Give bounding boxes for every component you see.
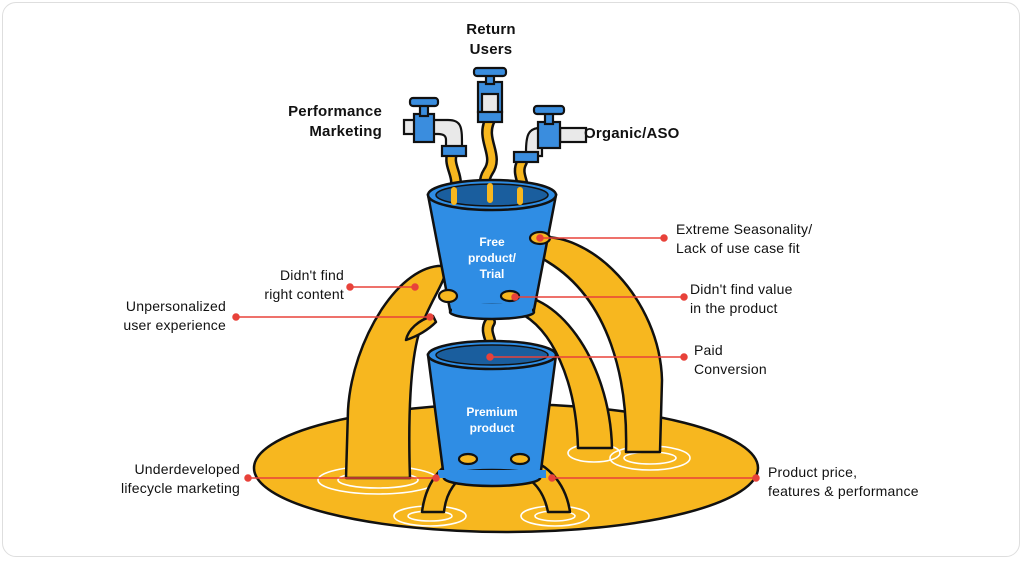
premium-cup (426, 339, 558, 488)
label-organic-aso: Organic/ASO (584, 125, 680, 142)
callout-didnt-find-value: Didn't find value in the product (690, 281, 793, 316)
callout-lifecycle-marketing: Underdeveloped lifecycle marketing (121, 461, 240, 496)
faucet-performance-marketing (402, 96, 468, 158)
free-trial-cup (426, 178, 558, 321)
callout-didnt-find-content: Didn't find right content (264, 267, 344, 302)
label-premium-product: Premium product (466, 405, 518, 435)
callout-paid-conversion: Paid Conversion (694, 342, 767, 377)
faucet-organic-aso (512, 104, 588, 164)
label-free-trial: Free product/ Trial (468, 235, 516, 281)
callout-extreme-seasonality: Extreme Seasonality/ Lack of use case fi… (676, 221, 813, 256)
callout-unpersonalized: Unpersonalized user experience (123, 298, 226, 333)
faucet-return-users (472, 66, 508, 124)
label-performance-marketing: Performance Marketing (288, 103, 382, 140)
label-return-users: Return Users (466, 21, 516, 58)
callout-product-price: Product price, features & performance (768, 464, 919, 499)
callout-pointers (232, 234, 760, 482)
